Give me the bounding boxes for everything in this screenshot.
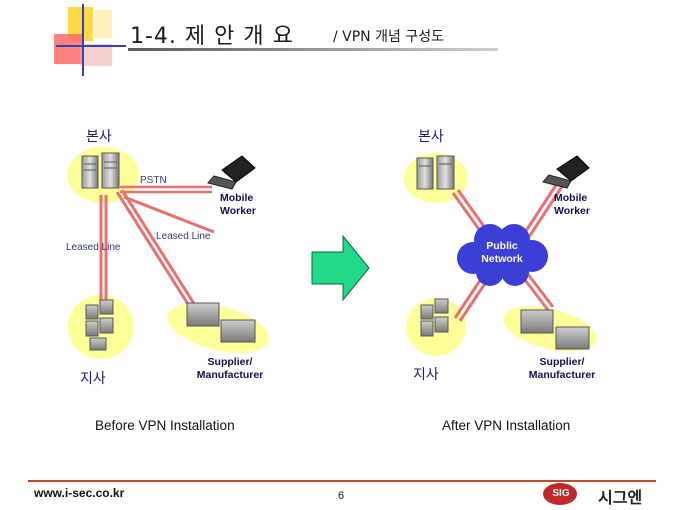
- mobile-worker-label: Mobile Worker: [554, 192, 590, 217]
- branch-server-icon: [420, 298, 449, 337]
- hq-ellipse: [404, 153, 468, 203]
- hq-label: 본사: [418, 129, 444, 145]
- footer-divider: [28, 480, 656, 482]
- branch-server-icon: [85, 299, 114, 351]
- before-caption: Before VPN Installation: [95, 418, 235, 433]
- after-diagram: [404, 153, 597, 356]
- public-network-label: Public Network: [481, 240, 523, 265]
- supplier-label: Supplier/ Manufacturer: [196, 356, 264, 381]
- branch-label: 지사: [80, 371, 106, 387]
- public-network-cloud: [457, 224, 548, 286]
- supplier-label: Supplier/ Manufacturer: [528, 356, 596, 381]
- internet-link: [522, 181, 565, 238]
- laptop-icon: [207, 155, 256, 190]
- after-caption: After VPN Installation: [442, 418, 571, 433]
- title-underline: [128, 48, 498, 51]
- logo-badge-text: SIG: [552, 488, 570, 499]
- before-diagram: [67, 147, 269, 359]
- hq-server-icon: [81, 152, 120, 189]
- page-subtitle: / VPN 개념 구성도: [333, 29, 444, 45]
- internet-link: [451, 189, 490, 236]
- mobile-worker-label: Mobile Worker: [220, 192, 256, 217]
- company-logo-text: 시그엔: [598, 488, 643, 507]
- leased-line-link: [115, 189, 200, 313]
- transition-arrow: [311, 234, 370, 302]
- leased-line-label: Leased Line: [66, 242, 121, 253]
- footer-url[interactable]: www.i-sec.co.kr: [34, 486, 125, 500]
- page-title: 1-4. 제 안 개 요: [130, 24, 294, 49]
- supplier-server-icon: [520, 309, 590, 350]
- leased-line-label: Leased Line: [156, 231, 211, 242]
- supplier-server-icon: [186, 302, 256, 343]
- laptop-icon: [542, 155, 590, 189]
- header-decoration: [0, 0, 130, 90]
- company-logo-badge: [543, 483, 577, 505]
- page-number: 6: [338, 490, 345, 502]
- pstn-label: PSTN: [140, 175, 167, 186]
- pstn-link: [120, 185, 212, 194]
- leased-line-link: [99, 195, 108, 305]
- hq-server-icon: [416, 155, 455, 190]
- dial-link: [123, 195, 215, 234]
- branch-label: 지사: [413, 367, 439, 383]
- hq-label: 본사: [86, 129, 112, 145]
